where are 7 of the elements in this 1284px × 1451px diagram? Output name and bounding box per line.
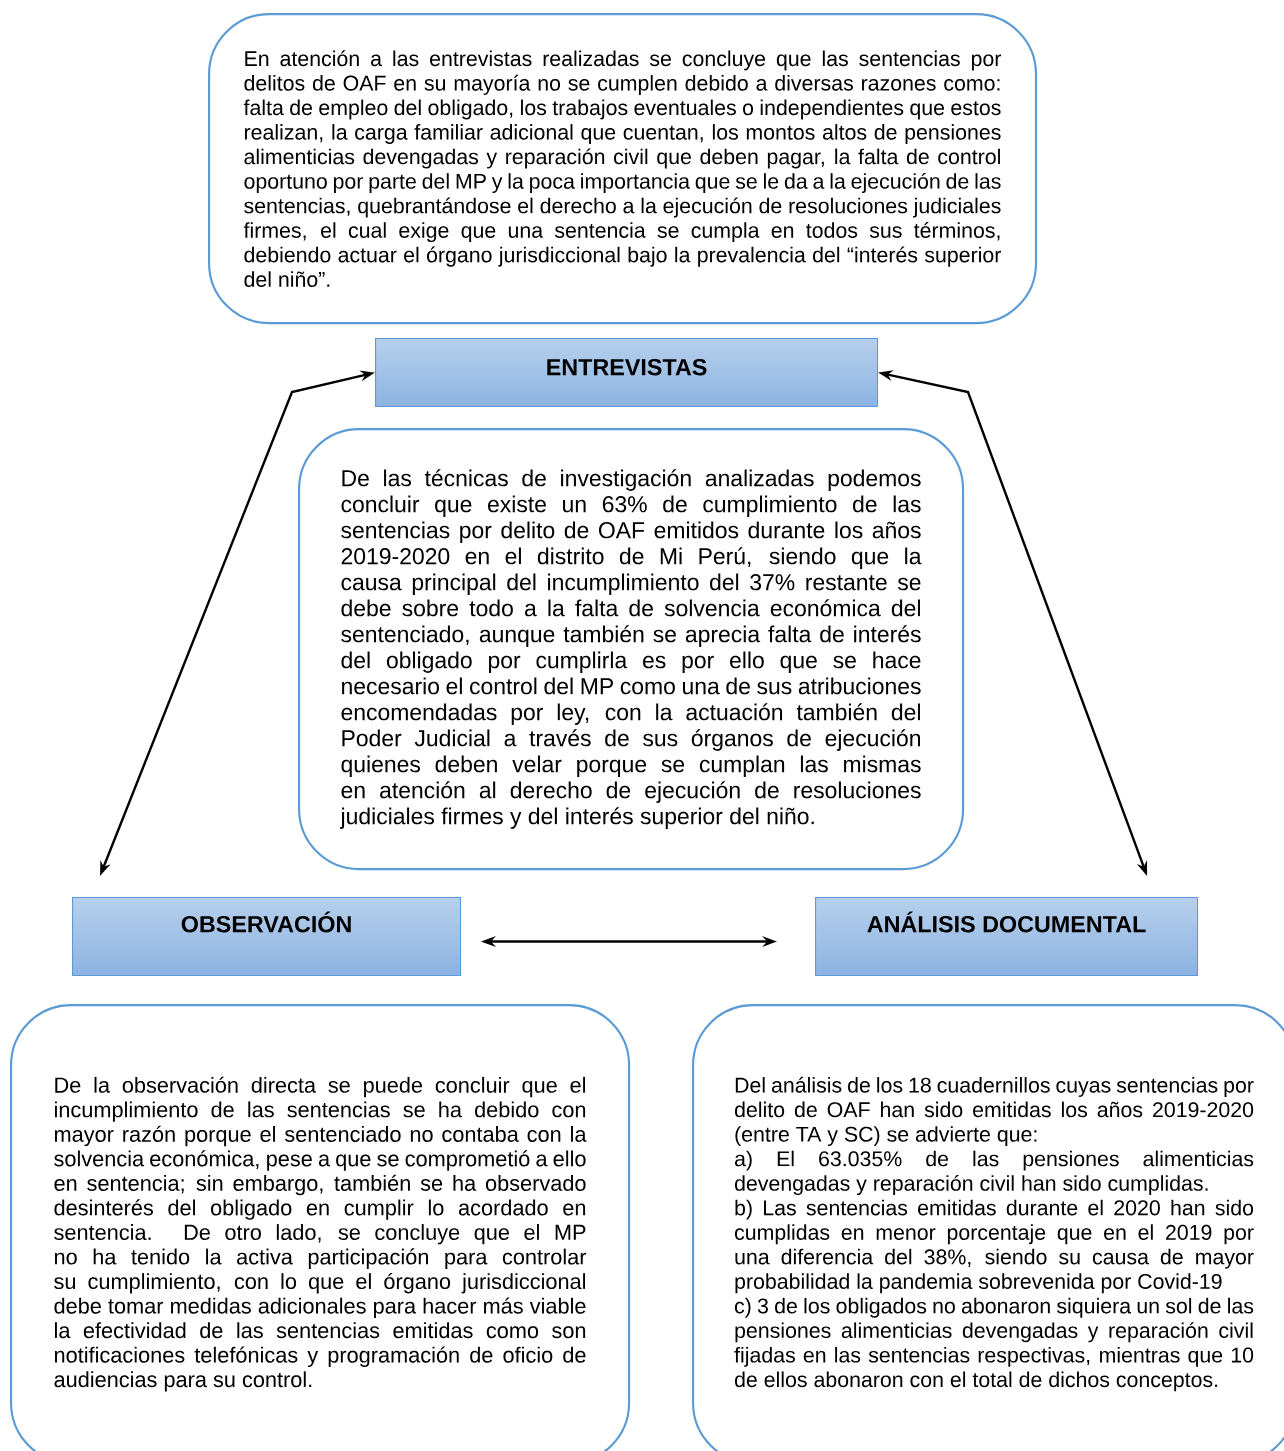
rounded-text-box: De la observación directa se puede concluir que el incumplimiento de las sentencias se ha debido con mayor razón porque el sentenciado no contaba con la solvencia económica, pese a que se comprometió a ello en sentencia; sin embargo, también se ha observado desinterés del obligado en cumplir lo acordado en sentencia. De otro lado, se concluye que el MP no ha tenido la activa participación para controlar su cumplimiento, con lo que el órgano jurisdiccional debe tomar medidas adicionales para hacer más viable la efectividad de las sentencias emitidas como son notificaciones telefónicas y programación de oficio de audiencias para su control. [10, 1004, 631, 1451]
rounded-text-box: De las técnicas de investigación analizadas podemos concluir que existe un 63% de cumplimiento de las sentencias por delito de OAF emitidos durante los años 2019-2020 en el distrito de Mi Perú, siendo que la causa principal del incumplimiento del 37% restante se debe sobre todo a la falta de solvencia económica del sentenciado, aunque también se aprecia falta de interés del obligado por cumplirla es por ello que se hace necesario el control del MP como una de sus atribuciones encomendadas por ley, con la actuación también del Poder Judicial a través de sus órganos de ejecución quienes deben velar porque se cumplan las mismas en atención al derecho de ejecución de resoluciones judiciales firmes y del interés superior del niño. [298, 428, 965, 871]
title-box: OBSERVACIÓN [72, 897, 462, 977]
title-box: ENTREVISTAS [375, 338, 879, 408]
rounded-text-box: Del análisis de los 18 cuadernillos cuyas sentencias por delito de OAF han sido emitidas los años 2019-2020 (entre TA y SC) se advierte que: a) El 63.035% de las pensiones alimenticias devengadas y reparación civil han sido cumplidas. b) Las sentencias emitidas durante el 2020 han sido cumplidas en menor porcentaje que en el 2019 por una diferencia del 38%, siendo su causa de mayor probabilidad la pandemia sobrevenida por Covid-19 c) 3 de los obligados no abonaron siquiera un sol de las pensiones alimenticias devengadas y reparación civil fijadas en las sentencias respectivas, mientras que 10 de ellos abonaron con el total de dichos conceptos. [692, 1004, 1284, 1451]
title-box: ANÁLISIS DOCUMENTAL [815, 897, 1199, 977]
rounded-text-box: En atención a las entrevistas realizadas se concluye que las sentencias por delitos de OAF en su mayoría no se cumplen debido a diversas razones como: falta de empleo del obligado, los trabajos eventuales o independientes que estos realizan, la carga familiar adicional que cuentan, los montos altos de pensiones alimenticias devengadas y reparación civil que deben pagar, la falta de control oportuno por parte del MP y la poca importancia que se le da a la ejecución de las sentencias, quebrantándose el derecho a la ejecución de resoluciones judiciales firmes, el cual exige que una sentencia se cumpla en todos sus términos, debiendo actuar el órgano jurisdiccional bajo la prevalencia del “interés superior del niño”. [208, 13, 1038, 325]
